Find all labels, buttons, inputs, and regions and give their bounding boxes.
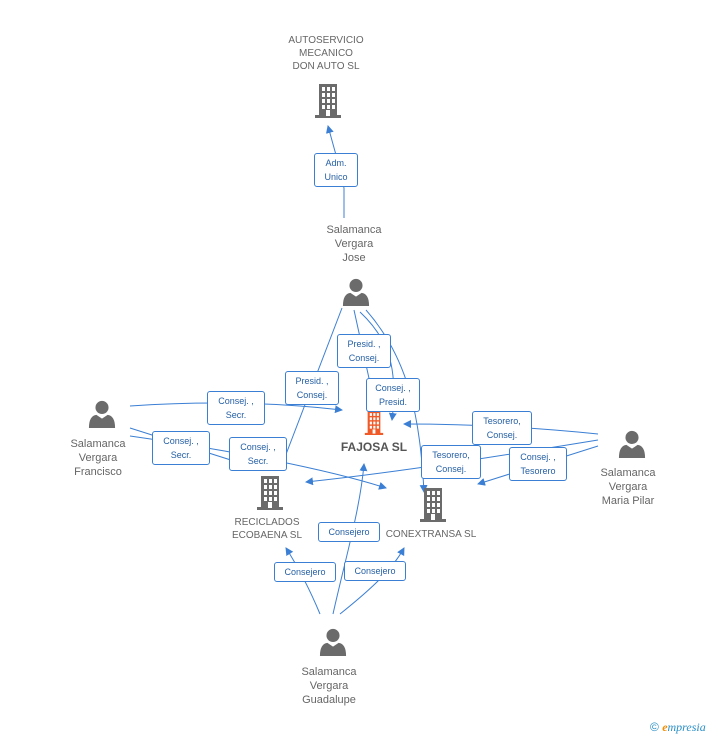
edge-label-presid-consej-2[interactable]: Presid. , Consej. <box>285 371 339 405</box>
fajosa-building-icon <box>364 411 384 435</box>
node-reciclados-label[interactable]: RECICLADOS ECOBAENA SL <box>231 517 303 541</box>
edge-label-consej-secr-2[interactable]: Consej. , Secr. <box>152 431 210 465</box>
edge-label-consejero-3[interactable]: Consejero <box>344 561 406 581</box>
edge-label-consej-secr-3[interactable]: Consej. , Secr. <box>229 437 287 471</box>
jose-person-icon <box>342 278 370 306</box>
edge-label-tesorero-consej-1[interactable]: Tesorero, Consej. <box>472 411 532 445</box>
edge-guadalupe-conextransa <box>339 547 405 615</box>
node-guadalupe-label[interactable]: Salamanca Vergara Guadalupe <box>301 666 357 706</box>
edge-label-adm-unico[interactable]: Adm. Unico <box>314 153 358 187</box>
autoservicio-building-icon <box>315 84 341 118</box>
edge-label-consejero-1[interactable]: Consejero <box>318 522 380 542</box>
edge-jose-autoservicio <box>328 126 345 218</box>
guadalupe-person-icon <box>319 628 347 656</box>
edge-label-tesorero-consej-2[interactable]: Tesorero, Consej. <box>421 445 481 479</box>
brand-logo: empresia <box>662 720 706 734</box>
node-fajosa-label[interactable]: FAJOSA SL <box>340 440 408 454</box>
edge-label-consej-tesorero[interactable]: Consej. , Tesorero <box>509 447 567 481</box>
mariapilar-person-icon <box>618 430 646 458</box>
edge-label-consej-secr-1[interactable]: Consej. , Secr. <box>207 391 265 425</box>
reciclados-building-icon <box>257 476 283 510</box>
empresia-watermark: © empresia <box>650 720 706 735</box>
conextransa-building-icon <box>420 488 446 522</box>
node-jose-label[interactable]: Salamanca Vergara Jose <box>326 224 382 264</box>
edge-label-consej-presid[interactable]: Consej. , Presid. <box>366 378 420 412</box>
node-autoservicio-label[interactable]: AUTOSERVICIO MECANICO DON AUTO SL <box>288 35 364 72</box>
edge-label-consejero-2[interactable]: Consejero <box>274 562 336 582</box>
copyright-icon: © <box>650 720 659 734</box>
edge-label-presid-consej-1[interactable]: Presid. , Consej. <box>337 334 391 368</box>
node-mariapilar-label[interactable]: Salamanca Vergara Maria Pilar <box>600 467 656 507</box>
node-francisco-label[interactable]: Salamanca Vergara Francisco <box>70 438 126 478</box>
francisco-person-icon <box>88 400 116 428</box>
node-conextransa-label[interactable]: CONEXTRANSA SL <box>385 529 477 540</box>
